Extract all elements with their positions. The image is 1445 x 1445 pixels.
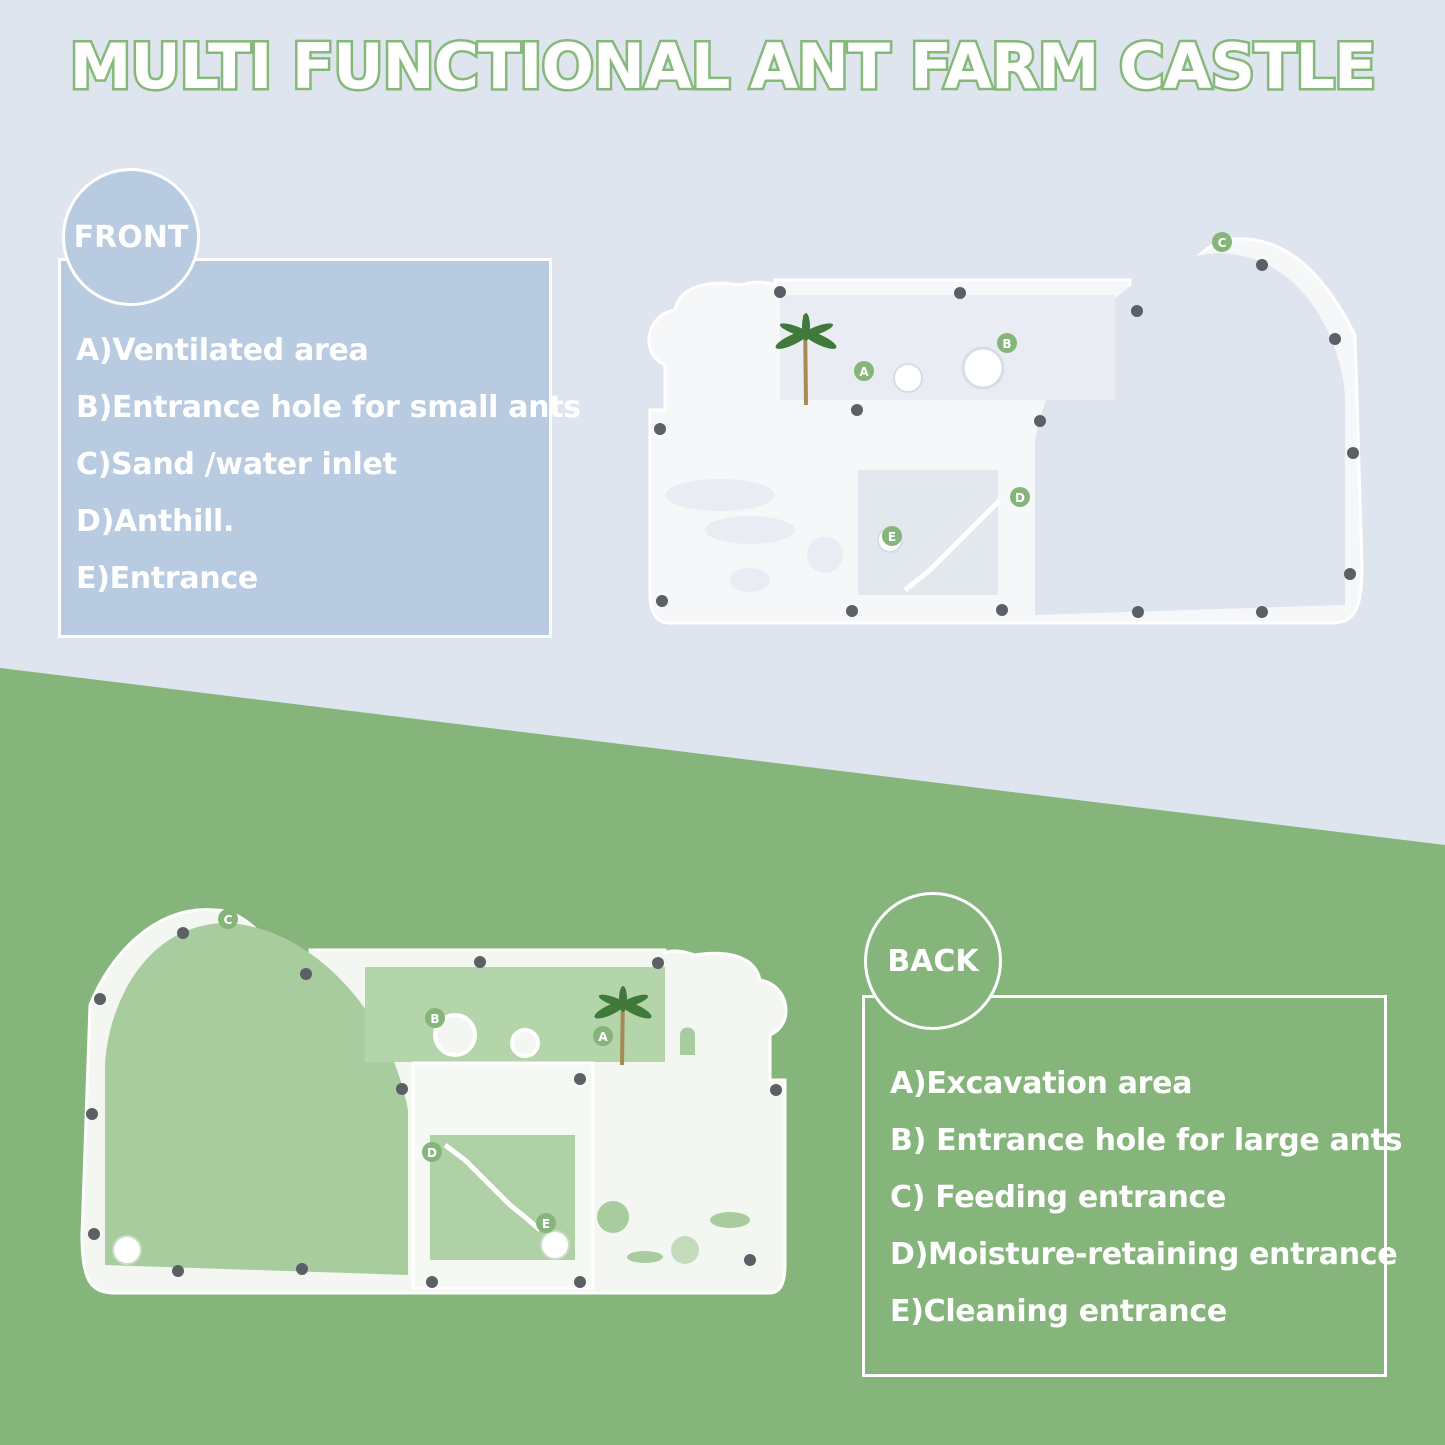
tunnel (730, 568, 770, 592)
screws (86, 927, 782, 1288)
list-item: C)Sand /water inlet (76, 447, 397, 482)
list-item: A)Excavation area (890, 1066, 1193, 1101)
hole (597, 1201, 629, 1233)
hole (540, 1230, 570, 1260)
palm-leaves (775, 313, 837, 349)
window (680, 1027, 695, 1055)
front-info-panel: A)Ventilated area B)Entrance hole for sm… (58, 258, 581, 638)
marker-b: B (430, 1012, 439, 1026)
front-badge: FRONT (62, 168, 200, 306)
marker-e: E (888, 530, 896, 544)
marker-a: A (859, 365, 869, 379)
hole (433, 1013, 477, 1057)
stairs (903, 498, 1002, 592)
list-item: A)Ventilated area (76, 333, 369, 368)
list-item: E)Cleaning entrance (890, 1294, 1227, 1329)
marker-b: B (1002, 337, 1011, 351)
back-badge: BACK (864, 892, 1002, 1030)
list-item: D)Moisture-retaining entrance (890, 1237, 1398, 1272)
front-ant-farm-illustration: A B C D E (647, 232, 1364, 625)
hole (671, 1236, 699, 1264)
tunnel (627, 1251, 663, 1263)
marker-d: D (1015, 491, 1025, 505)
hole (893, 363, 923, 393)
marker-a: A (598, 1030, 608, 1044)
list-item: D)Anthill. (76, 504, 235, 539)
list-item: C) Feeding entrance (890, 1180, 1227, 1215)
list-item: B)Entrance hole for small ants (76, 390, 581, 425)
stairs (443, 1143, 542, 1232)
list-item: E)Entrance (76, 561, 258, 596)
screws (654, 259, 1359, 618)
marker-c: C (1218, 236, 1227, 250)
back-ant-farm-illustration: C B A D E (80, 908, 788, 1295)
hole (112, 1235, 142, 1265)
stair-room (858, 470, 998, 595)
tunnel (665, 479, 775, 511)
back-feature-list: A)Excavation area B) Entrance hole for l… (890, 1064, 1403, 1349)
front-feature-list: A)Ventilated area B)Entrance hole for sm… (76, 331, 581, 616)
tunnel (705, 516, 795, 544)
back-info-panel: A)Excavation area B) Entrance hole for l… (862, 995, 1403, 1377)
marker-d: D (427, 1146, 437, 1160)
tunnel (710, 1212, 750, 1228)
page-title: MULTI FUNCTIONAL ANT FARM CASTLE (67, 28, 1379, 106)
front-markers: A B C D E (854, 232, 1232, 546)
hole (510, 1028, 540, 1058)
tunnel (807, 537, 843, 573)
palm-leaves (594, 986, 652, 1019)
marker-c: C (224, 913, 233, 927)
arch-chamber (105, 923, 408, 1275)
hole (961, 346, 1005, 390)
list-item: B) Entrance hole for large ants (890, 1123, 1403, 1158)
back-markers: C B A D E (218, 909, 613, 1233)
marker-e: E (542, 1217, 550, 1231)
